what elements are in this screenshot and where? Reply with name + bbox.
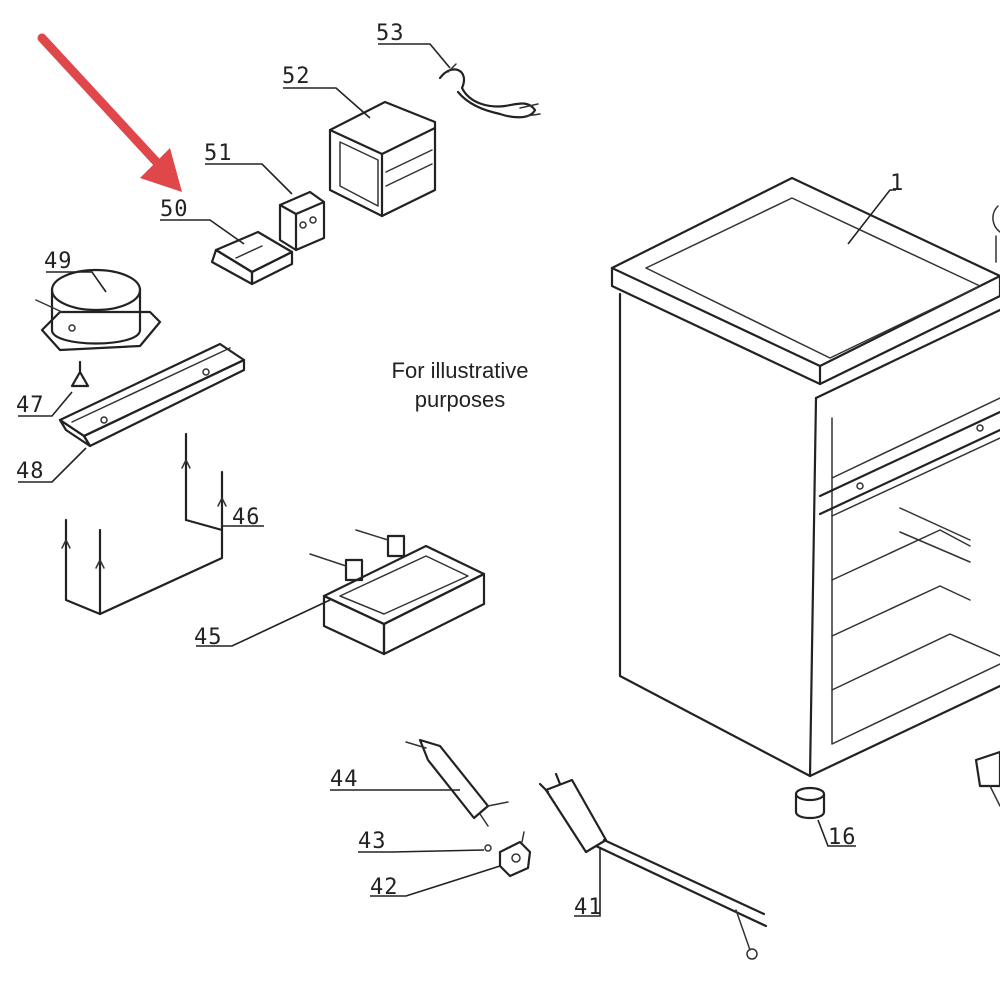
part-label-41: 41 [574, 895, 603, 920]
illustrative-note: For illustrative purposes [360, 356, 560, 414]
part-48-grommet[interactable]: 47 [16, 360, 90, 418]
part-label-47: 48 [16, 459, 45, 484]
part-label-48: 47 [16, 393, 45, 418]
part-label-45: 45 [194, 625, 223, 650]
illustrative-note-line2: purposes [414, 387, 506, 412]
part-42-cord-clip[interactable]: 42 [370, 831, 532, 900]
illustrative-note-line1: For illustrative [391, 358, 529, 383]
part-50-relay[interactable]: 50 [160, 197, 294, 286]
part-16-leveling-foot[interactable]: 16 [794, 786, 857, 850]
part-label-51: 51 [204, 141, 233, 166]
part-label-44: 44 [330, 767, 359, 792]
part-46-back-panel[interactable]: 46 [61, 432, 264, 616]
part-51-overload-protector[interactable]: 51 [204, 141, 326, 252]
part-52-relay-cover[interactable]: 52 [282, 64, 437, 218]
part-label-42: 42 [370, 875, 399, 900]
part-label-50: 50 [160, 197, 189, 222]
part-43-screw[interactable]: 43 [358, 829, 492, 854]
part-label-16: 16 [828, 825, 857, 850]
part-label-1: 1 [890, 171, 904, 196]
part-44-drier-filter[interactable]: 44 [330, 738, 509, 827]
part-label-53: 53 [376, 21, 405, 46]
part-label-52: 52 [282, 64, 311, 89]
part-53-wire-harness[interactable]: 53 [376, 21, 541, 119]
part-label-43: 43 [358, 829, 387, 854]
edge-fragments [974, 205, 1000, 807]
part-1-cabinet[interactable]: 1 [610, 171, 1000, 778]
part-41-power-cord[interactable]: 41 [538, 772, 768, 960]
part-label-49: 49 [44, 249, 73, 274]
part-label-46: 46 [232, 505, 261, 530]
part-49-compressor[interactable]: 49 [35, 249, 162, 352]
part-47-compressor-bracket[interactable]: 48 [16, 342, 246, 484]
part-45-drain-pan[interactable]: 45 [194, 529, 486, 656]
highlight-arrow-icon [37, 33, 182, 192]
